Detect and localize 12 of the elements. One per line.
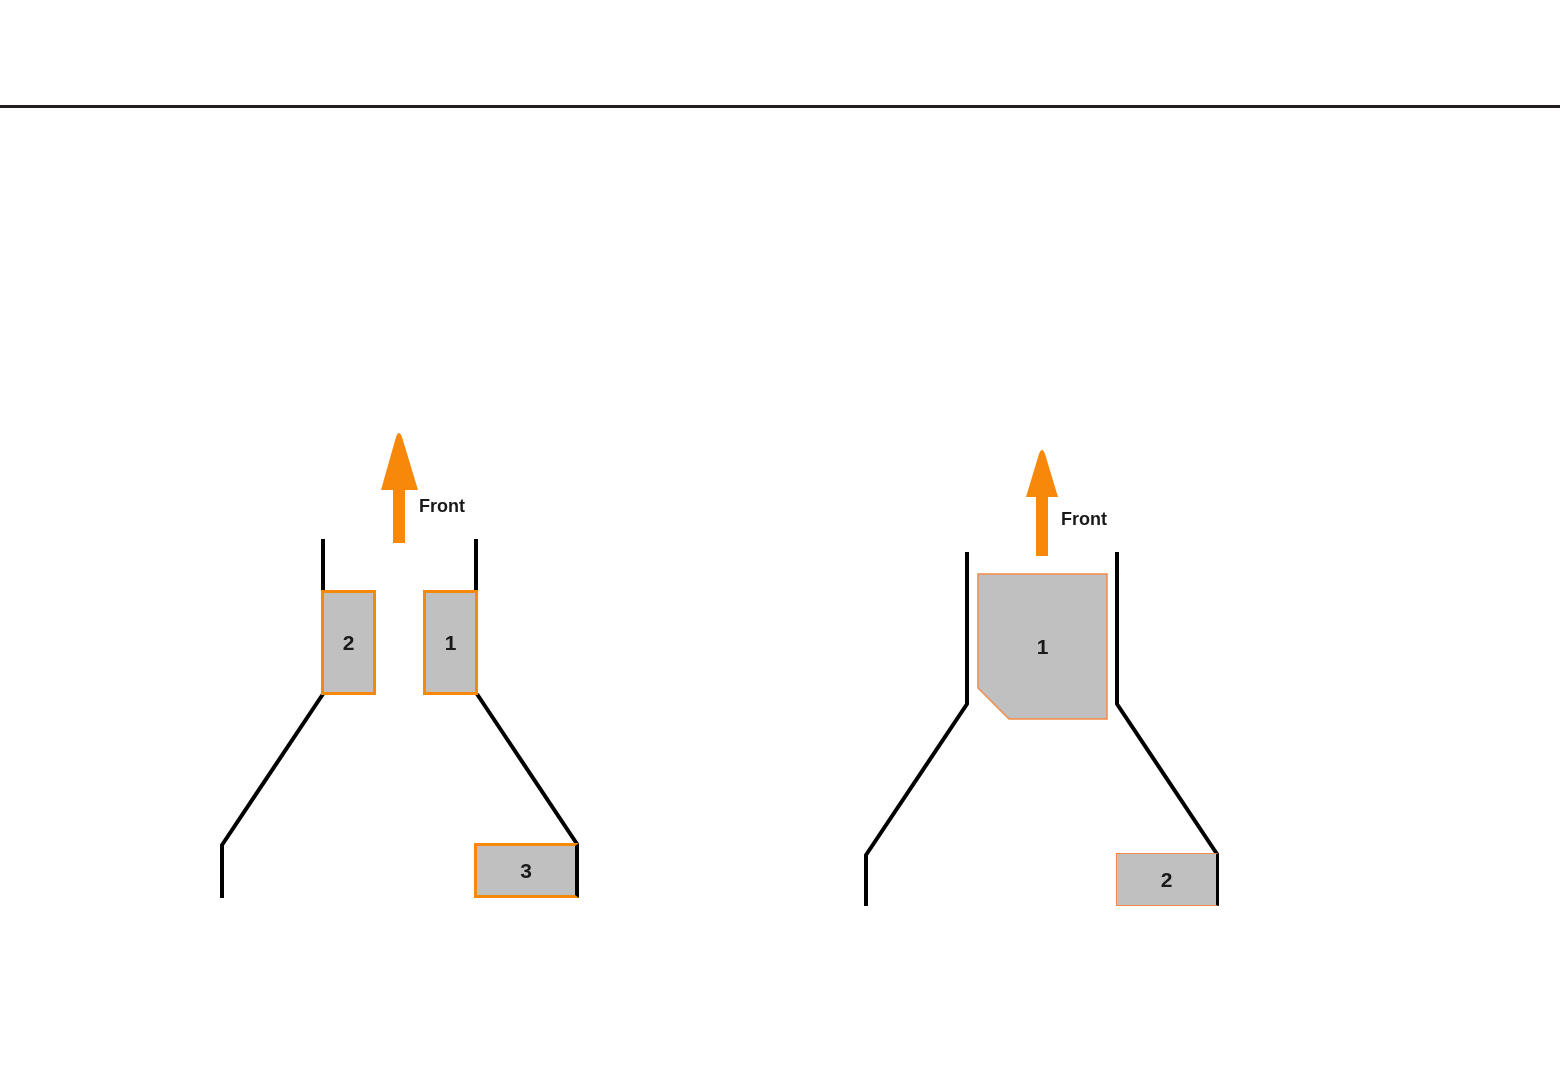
position-number: 3 bbox=[520, 860, 532, 881]
position-number: 1 bbox=[444, 632, 457, 653]
position-block bbox=[423, 590, 478, 695]
direction-label: Front bbox=[1061, 508, 1107, 531]
position-number: 1 bbox=[1036, 636, 1049, 657]
position-block bbox=[1116, 853, 1219, 906]
position-block bbox=[977, 573, 1108, 720]
direction-label: Front bbox=[419, 495, 465, 518]
position-number: 2 bbox=[1160, 869, 1173, 890]
position-block bbox=[474, 843, 579, 898]
position-block bbox=[321, 590, 376, 695]
position-number: 2 bbox=[342, 632, 355, 653]
